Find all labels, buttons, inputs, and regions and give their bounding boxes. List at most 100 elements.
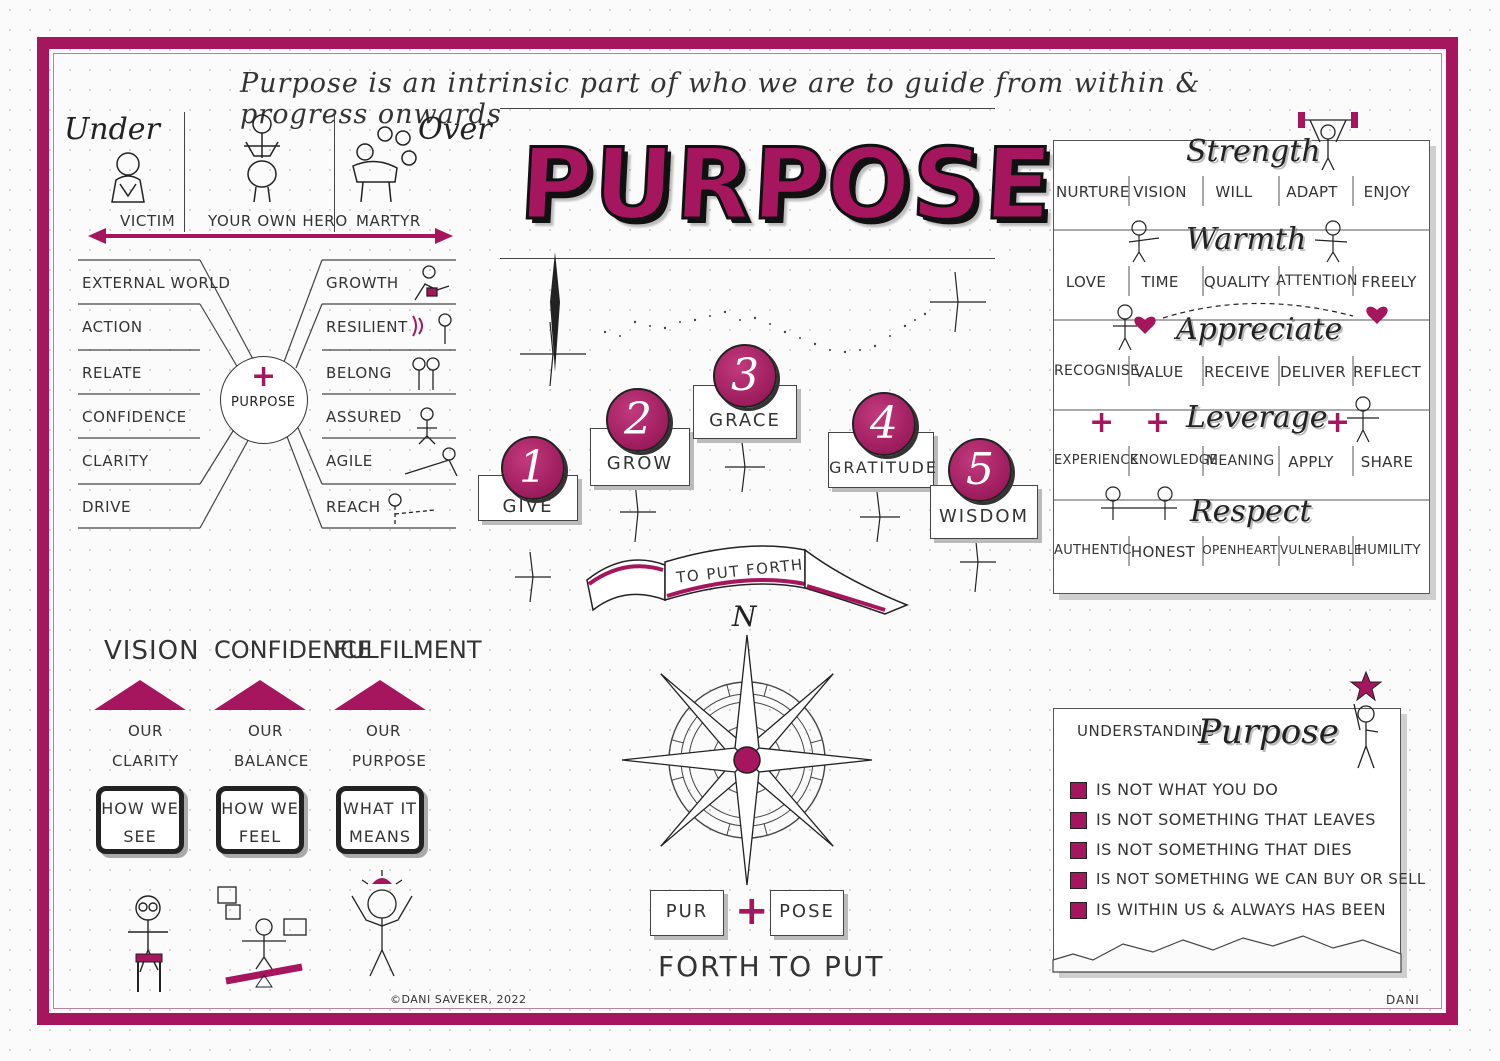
pillar-screen: WHAT IT MEANS xyxy=(336,786,424,854)
over-label: Over xyxy=(418,112,492,147)
wheel-right-item: AGILE xyxy=(326,452,373,470)
value-word: FREELY xyxy=(1361,273,1417,291)
pillar-our: OUR xyxy=(366,722,402,740)
value-word: VALUE xyxy=(1134,363,1184,381)
value-word: ENJOY xyxy=(1363,183,1411,201)
to-put-label: TO PUT xyxy=(770,950,885,983)
value-word: REFLECT xyxy=(1352,363,1422,381)
spectrum-divider xyxy=(334,112,335,232)
purpose-circle: + PURPOSE xyxy=(220,356,308,444)
pose-box: POSE xyxy=(770,890,844,936)
svg-text:+: + xyxy=(1145,405,1170,440)
pillar-our: OUR xyxy=(128,722,164,740)
wheel-center-label: PURPOSE xyxy=(231,395,296,410)
step-card-grow: GROW xyxy=(590,428,690,486)
checkbox-icon xyxy=(1070,812,1087,829)
value-word: VISION xyxy=(1133,183,1187,201)
credit-text: ©DANI SAVEKER, 2022 xyxy=(390,993,527,1006)
starry-arc-icon xyxy=(515,252,996,603)
pyramid-icon xyxy=(334,680,426,710)
wheel-left-item: EXTERNAL WORLD xyxy=(82,274,231,292)
compass-rose-icon xyxy=(621,634,873,886)
plus-icon: + xyxy=(735,888,769,934)
pillar-sub: PURPOSE xyxy=(352,752,427,770)
star-figure-icon xyxy=(1349,670,1383,769)
title-bottom-rule xyxy=(500,258,995,259)
understanding-prefix: UNDERSTANDING xyxy=(1077,722,1215,740)
checkbox-icon xyxy=(1070,782,1087,799)
page-title: PURPOSE xyxy=(516,127,1059,244)
svg-text:+: + xyxy=(1089,405,1114,440)
magenta-frame xyxy=(37,37,1458,1025)
step-card-wisdom: WISDOM xyxy=(930,485,1038,539)
pillar-heading: VISION xyxy=(104,636,200,666)
step-label: GROW xyxy=(606,453,674,474)
appreciate-heading: Appreciate xyxy=(1176,312,1343,347)
value-word: HONEST xyxy=(1130,543,1196,561)
torn-edge-icon xyxy=(1052,935,1402,973)
wheel-right-item: REACH xyxy=(326,498,381,516)
wheel-left-item: CLARITY xyxy=(82,452,149,470)
value-word: KNOWLEDGE xyxy=(1130,453,1218,468)
victim-figure-icon xyxy=(111,152,145,203)
value-word: DELIVER xyxy=(1279,363,1347,381)
leverage-heading: Leverage xyxy=(1186,400,1328,435)
value-word: EXPERIENCE xyxy=(1054,453,1139,468)
pyramid-icon xyxy=(94,680,186,710)
value-word: SHARE xyxy=(1360,453,1414,471)
pillar-sub: BALANCE xyxy=(234,752,309,770)
martyr-figure-icon xyxy=(352,126,417,203)
value-word: NURTURE xyxy=(1056,183,1130,201)
value-word: APPLY xyxy=(1288,453,1334,471)
value-word: VULNERABLE xyxy=(1280,543,1362,557)
tagline: Purpose is an intrinsic part of who we a… xyxy=(240,68,1201,130)
step-number-badge: 1 xyxy=(501,436,565,500)
value-word: WILL xyxy=(1215,183,1253,201)
pillar-heading: FULFILMENT xyxy=(334,636,482,664)
understanding-panel xyxy=(1053,708,1401,972)
meaning-figure-icon xyxy=(351,870,413,977)
hero-figure-icon xyxy=(244,114,280,203)
value-word: ATTENTION xyxy=(1276,273,1358,289)
pillar-heading: CONFIDENCE xyxy=(214,636,373,664)
understanding-item: IS NOT SOMETHING WE CAN BUY OR SELL xyxy=(1096,870,1426,888)
victim-label: VICTIM xyxy=(120,212,176,230)
ribbon-banner-icon xyxy=(586,545,909,615)
values-panel xyxy=(1053,140,1430,594)
value-word: LOVE xyxy=(1065,273,1107,291)
screen-line: MEANS xyxy=(349,827,411,846)
checkbox-icon xyxy=(1070,902,1087,919)
checkbox-icon xyxy=(1070,872,1087,889)
screen-line: WHAT IT xyxy=(343,799,417,818)
step-label: WISDOM xyxy=(938,506,1030,527)
double-arrow-icon xyxy=(88,228,453,244)
screen-line: FEEL xyxy=(238,827,282,846)
wheel-lines xyxy=(78,259,456,529)
value-word: MEANING xyxy=(1206,453,1275,469)
step-card-grace: GRACE xyxy=(693,385,797,439)
screen-line: HOW WE xyxy=(101,799,179,818)
wheel-right-item: GROWTH xyxy=(326,274,399,292)
step-label: GRATITUDE xyxy=(829,458,938,477)
step-number-badge: 2 xyxy=(606,388,670,452)
spectrum-divider xyxy=(184,112,185,232)
step-number-badge: 4 xyxy=(852,392,916,456)
step-number-badge: 5 xyxy=(948,438,1012,502)
weightlifter-icon xyxy=(1298,112,1358,171)
hero-label: YOUR OWN HERO xyxy=(208,212,348,230)
value-word: ADAPT xyxy=(1286,183,1338,201)
martyr-label: MARTYR xyxy=(356,212,421,230)
understanding-item: IS NOT WHAT YOU DO xyxy=(1096,780,1279,799)
under-label: Under xyxy=(64,112,160,147)
value-word: QUALITY xyxy=(1203,273,1271,291)
value-word: AUTHENTIC xyxy=(1054,543,1132,558)
wheel-left-item: CONFIDENCE xyxy=(82,408,187,426)
value-word: OPENHEART xyxy=(1202,543,1278,557)
wheel-right-item: BELONG xyxy=(326,364,392,382)
understanding-item: IS NOT SOMETHING THAT DIES xyxy=(1096,840,1353,859)
understanding-item: IS WITHIN US & ALWAYS HAS BEEN xyxy=(1096,900,1387,919)
compass-north: N xyxy=(732,600,757,633)
checkbox-icon xyxy=(1070,842,1087,859)
